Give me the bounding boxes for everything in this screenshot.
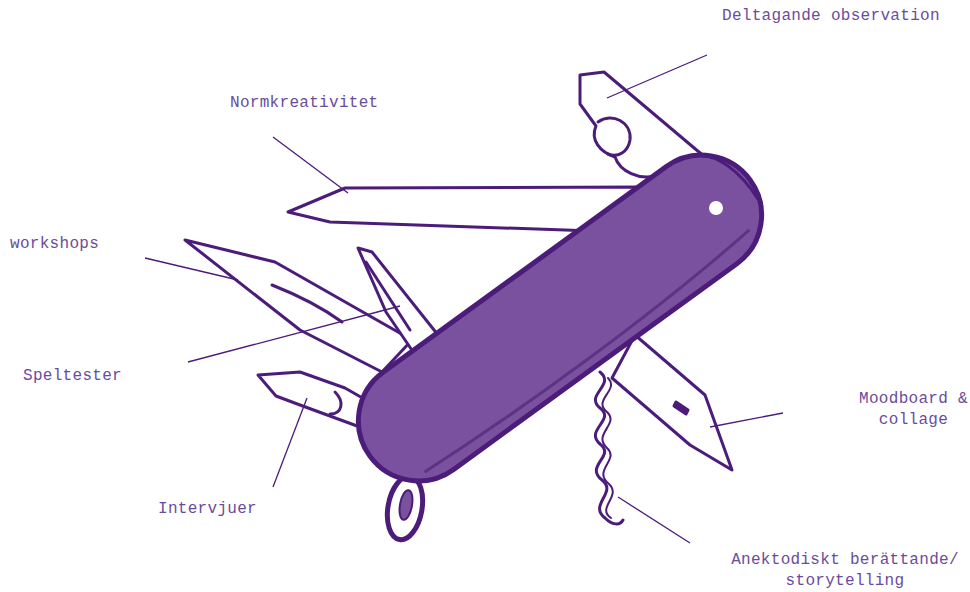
tool-label: Deltagande observation (722, 6, 962, 27)
right-blade (612, 335, 732, 470)
leader-line (273, 137, 348, 193)
tool-label: workshops (10, 234, 150, 255)
leader-line (710, 413, 783, 427)
tool-label: Normkreativitet (230, 93, 430, 114)
can-opener-hook (598, 118, 630, 155)
key-ring-hole (397, 489, 414, 521)
leader-line (273, 398, 307, 487)
leader-line (607, 55, 707, 98)
leader-line (188, 306, 400, 362)
handle-rivet (709, 201, 723, 215)
handle-shading (422, 230, 755, 476)
bottle-opener-hook (330, 392, 341, 414)
tool-label: Anektodiskt berättande/ storytelling (720, 550, 970, 592)
handle-side (695, 141, 758, 214)
small-blade-edge (366, 262, 410, 330)
key-ring (383, 474, 428, 543)
tool-label: Intervjuer (158, 499, 298, 520)
corkscrew-inner (602, 378, 612, 518)
tool-label: Moodboard & collage (856, 389, 970, 431)
leader-line (618, 497, 690, 543)
tool-label: Speltester (23, 366, 163, 387)
blade-notch (272, 285, 342, 322)
knife-handle (335, 131, 786, 504)
corkscrew (595, 372, 623, 524)
leader-line (145, 258, 238, 280)
blade-nail-mark (674, 402, 688, 414)
